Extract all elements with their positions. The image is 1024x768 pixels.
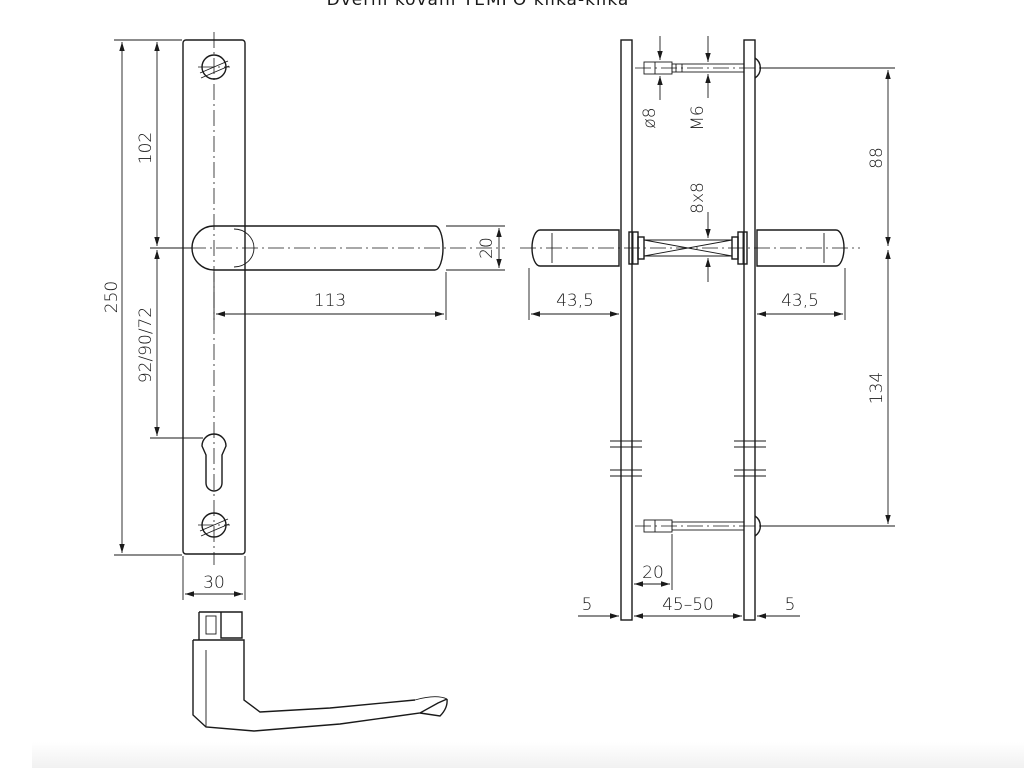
door-break-marks	[610, 440, 766, 477]
dim-door-thickness: 45–50	[662, 595, 714, 615]
dim-lower-screw: 134	[867, 372, 887, 404]
bottom-screw-icon	[198, 512, 230, 538]
dim-screw-diameter: ø8	[640, 107, 660, 128]
dim-plate-thickness-right: 5	[785, 595, 796, 615]
keyhole-icon	[201, 433, 227, 492]
dim-spacing: 92/90/72	[136, 307, 156, 383]
bottom-shadow-band	[32, 742, 1024, 768]
top-screw-icon	[198, 54, 230, 80]
dim-handle-length: 113	[314, 291, 346, 311]
dim-projection-left: 43,5	[556, 291, 594, 311]
right-plate-profile	[743, 39, 756, 621]
front-view: 250 102 92/90/72 30 113 20	[102, 32, 505, 600]
dim-upper-distance: 102	[136, 132, 156, 164]
lever-handle	[191, 225, 444, 271]
dim-plate-thickness-left: 5	[582, 595, 593, 615]
upper-screw-profile	[635, 57, 775, 79]
dim-screw-length: 20	[642, 563, 664, 583]
dim-thread: M6	[688, 105, 708, 130]
dim-handle-diameter: 20	[477, 237, 497, 259]
drawing-title: Dveřní kování TEMPO klika-klika	[327, 0, 630, 10]
right-handle-profile	[731, 229, 845, 267]
left-plate-profile	[620, 39, 633, 621]
dim-spindle: 8x8	[688, 182, 708, 214]
side-view: ø8 M6 8x8 43,5 43,5 88 134 20 5	[520, 36, 895, 621]
handle-perspective-icon	[192, 611, 448, 732]
dim-plate-width: 30	[203, 573, 225, 593]
dim-upper-screw: 88	[867, 147, 887, 169]
lower-screw-profile	[635, 515, 775, 537]
dim-plate-height: 250	[102, 281, 122, 313]
dim-projection-right: 43,5	[781, 291, 819, 311]
